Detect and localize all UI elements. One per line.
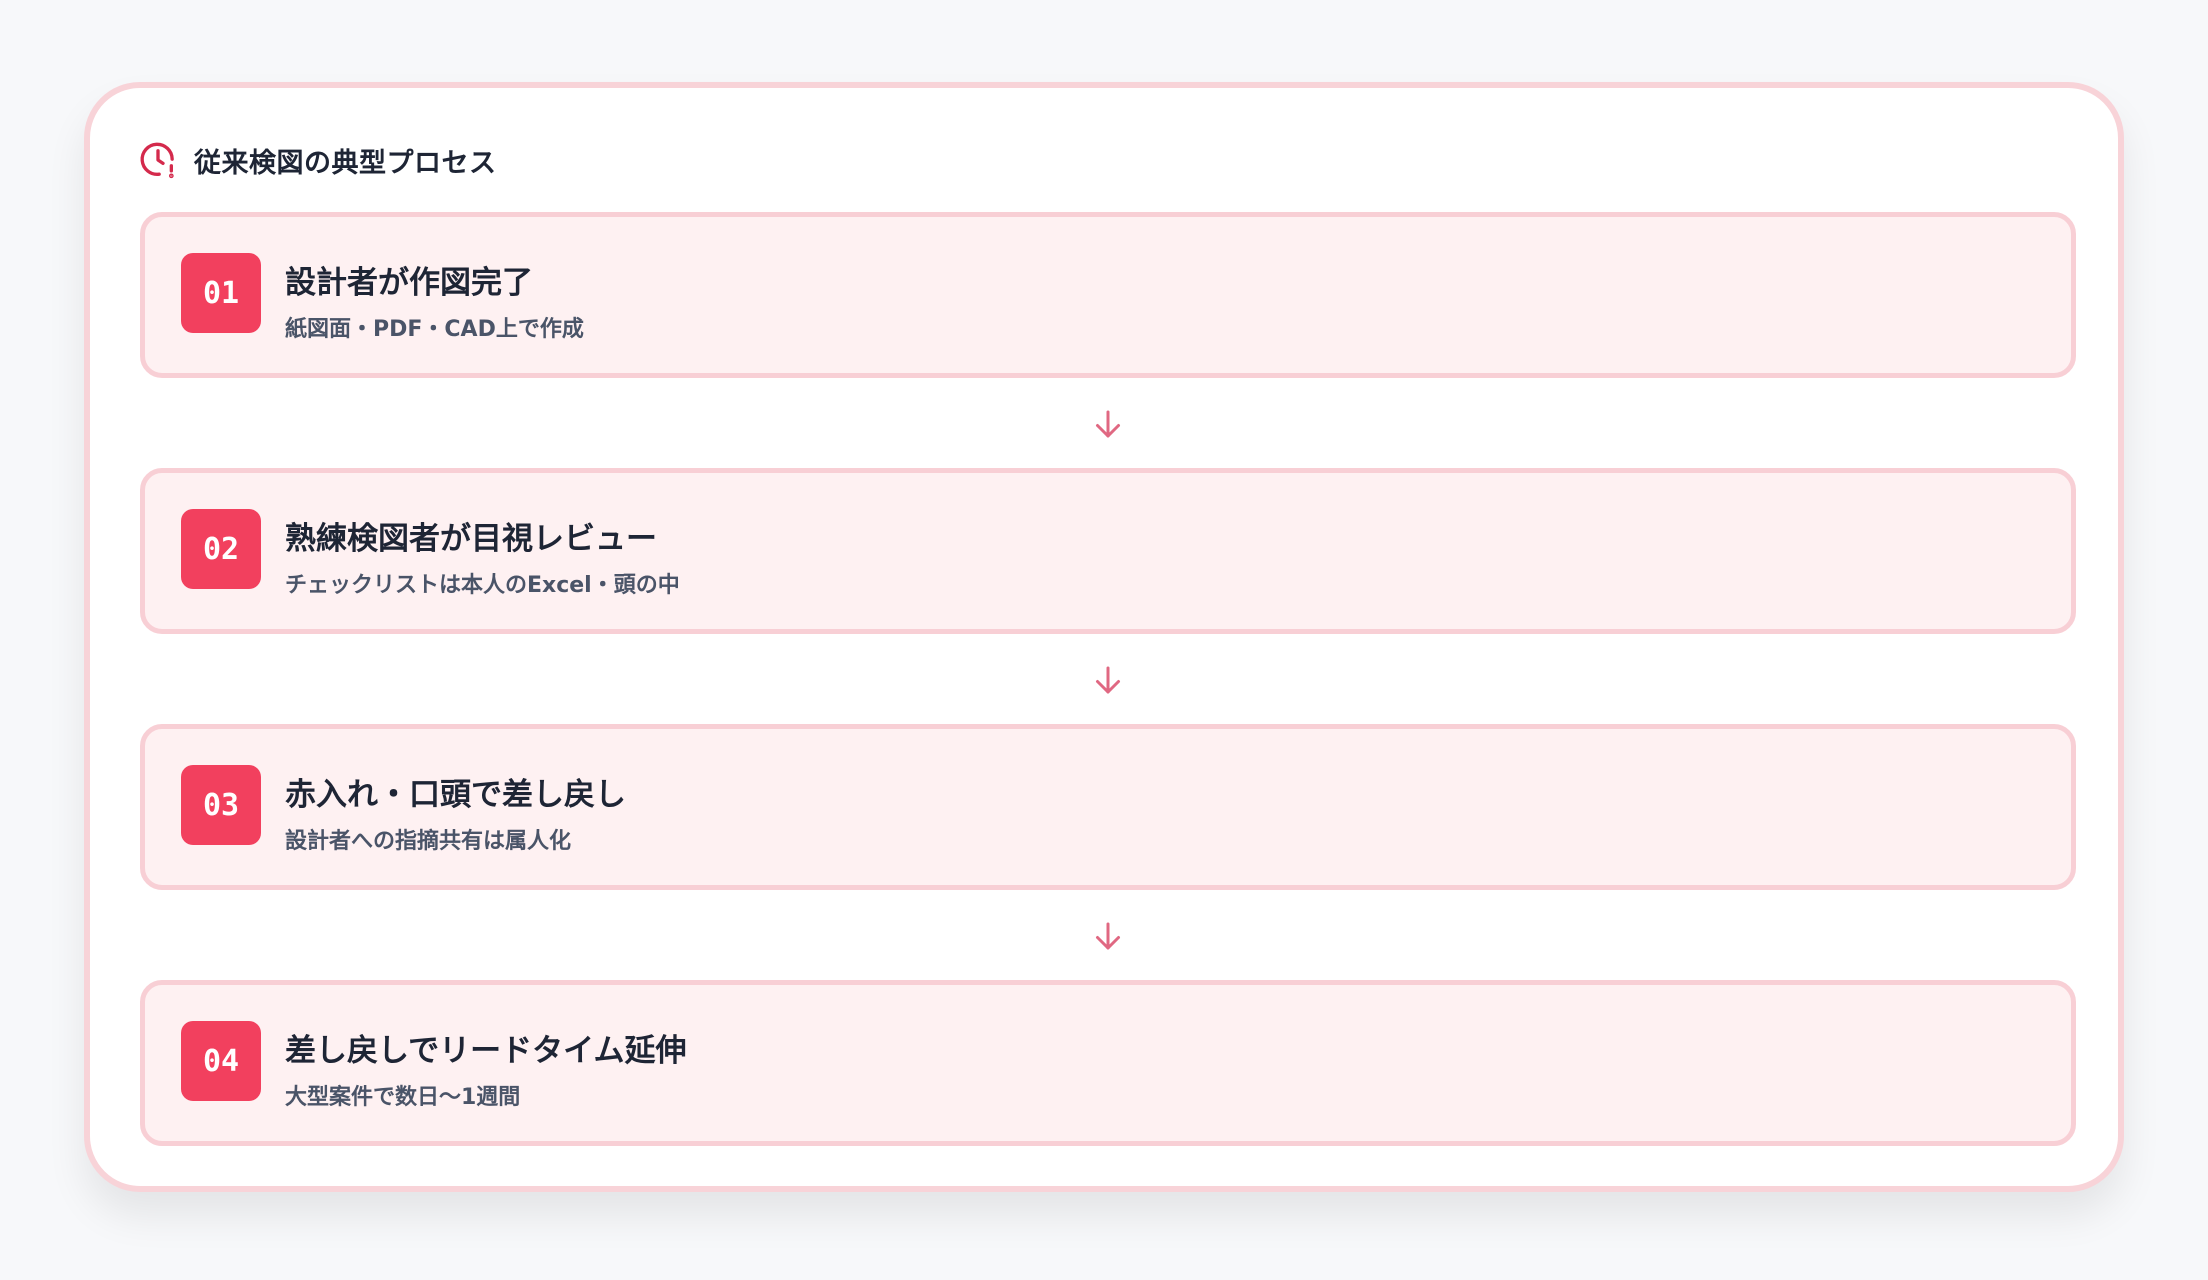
process-step-3: 03 赤入れ・口頭で差し戻し 設計者への指摘共有は属人化 — [140, 724, 2076, 890]
process-card: 従来検図の典型プロセス 01 設計者が作図完了 紙図面・PDF・CAD上で作成 … — [84, 82, 2124, 1192]
step-number-badge: 03 — [181, 765, 261, 845]
step-title: 差し戻しでリードタイム延伸 — [285, 1033, 687, 1069]
arrow-down-icon — [1096, 922, 1120, 950]
card-header: 従来検図の典型プロセス — [138, 138, 497, 182]
step-description: 設計者への指摘共有は属人化 — [285, 829, 572, 854]
arrow-down-icon — [1096, 410, 1120, 438]
process-step-1: 01 設計者が作図完了 紙図面・PDF・CAD上で作成 — [140, 212, 2076, 378]
step-title: 赤入れ・口頭で差し戻し — [285, 777, 626, 813]
step-number-badge: 04 — [181, 1021, 261, 1101]
step-description: 紙図面・PDF・CAD上で作成 — [285, 317, 584, 342]
process-step-4: 04 差し戻しでリードタイム延伸 大型案件で数日〜1週間 — [140, 980, 2076, 1146]
clock-alert-icon — [140, 142, 174, 179]
step-title: 熟練検図者が目視レビュー — [285, 521, 657, 557]
arrow-down-icon — [1096, 666, 1120, 694]
step-description: 大型案件で数日〜1週間 — [285, 1085, 521, 1110]
step-title: 設計者が作図完了 — [285, 265, 533, 301]
step-number-badge: 01 — [181, 253, 261, 333]
step-number-badge: 02 — [181, 509, 261, 589]
card-title: 従来検図の典型プロセス — [194, 147, 497, 179]
process-step-2: 02 熟練検図者が目視レビュー チェックリストは本人のExcel・頭の中 — [140, 468, 2076, 634]
step-description: チェックリストは本人のExcel・頭の中 — [285, 573, 680, 598]
